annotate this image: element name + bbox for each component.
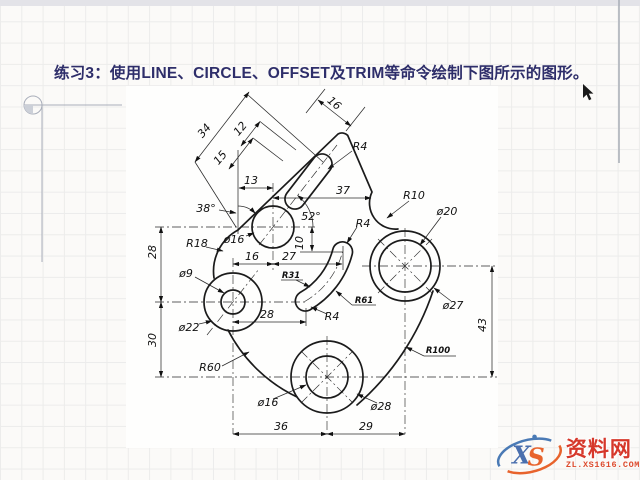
outline-r18-arc [212, 229, 239, 279]
dim-label-13: 13 [244, 174, 258, 187]
dim-label-dia16-upper: ø16 [223, 233, 245, 246]
watermark-logo-s: S [528, 443, 545, 471]
top-band [0, 0, 640, 6]
centerline-c4-diag2 [300, 350, 354, 404]
circle-dia27 [369, 230, 441, 302]
dimension-lines [158, 91, 495, 437]
circle-dia16-upper [251, 205, 295, 249]
dim-label-r4-mid-bot: R4 [325, 310, 340, 323]
dim-label-43: 43 [476, 318, 489, 332]
dim-angle-38-arc [237, 205, 256, 214]
dim-label-52deg: 52° [301, 210, 321, 223]
dim-label-dia9: ø9 [178, 267, 193, 280]
watermark-logo: X S [496, 434, 562, 475]
dim-label-16-mid: 16 [245, 250, 259, 263]
outline-r60-arc [227, 329, 298, 398]
ext-16-top-1 [305, 88, 326, 114]
leader-r60 [221, 351, 250, 367]
centerline-slot-axis [258, 144, 338, 246]
leader-r61 [335, 290, 353, 306]
part-outline [203, 132, 441, 414]
dim-label-28-h: 28 [260, 308, 274, 321]
dim-label-15: 15 [211, 148, 230, 167]
dim-label-12: 12 [231, 119, 250, 138]
dim-label-29: 29 [359, 420, 373, 433]
logo-dot-icon [532, 434, 537, 440]
outline-top-edges [237, 132, 399, 231]
engineering-drawing: 34 12 15 16 13 R4 37 38° 52° 10 ø16 16 2… [146, 88, 497, 437]
dim-label-r100: R100 [426, 346, 450, 356]
leader-dia16-lower [272, 384, 307, 400]
leader-r18 [205, 246, 224, 252]
dim-label-38deg: 38° [196, 202, 216, 215]
dim-label-37: 37 [336, 184, 350, 197]
dim-label-r18: R18 [186, 237, 208, 250]
circle-dia16-lower [305, 355, 349, 399]
dim-label-r10: R10 [403, 189, 425, 202]
dim-label-dia28: ø28 [370, 400, 392, 413]
watermark-site-name: 资料网 [565, 437, 632, 461]
circle-dia20 [378, 239, 432, 293]
dim-label-10: 10 [293, 236, 306, 250]
dim-label-r4-mid-top: R4 [356, 217, 371, 230]
leader-dia22 [198, 320, 213, 325]
dim-15 [228, 137, 254, 170]
watermark-logo-x: X [510, 442, 532, 470]
dim-label-34: 34 [195, 121, 214, 140]
centerline-curved-slot [304, 251, 343, 302]
compass-ornament [23, 95, 122, 262]
slot-curved [294, 241, 354, 312]
ext-15 [252, 137, 284, 162]
watermark: X S 资料网 ZL.XS1616.COM [495, 429, 640, 479]
leader-r10 [386, 200, 410, 219]
drawing-background-panel [126, 86, 498, 448]
ext-16-top-2 [345, 106, 366, 132]
slot-straight [284, 153, 333, 210]
dim-label-16-top: 16 [325, 94, 344, 113]
dim-label-r61: R61 [355, 296, 373, 306]
dimension-labels: 34 12 15 16 13 R4 37 38° 52° 10 ø16 16 2… [146, 94, 489, 433]
leader-dia28 [356, 393, 378, 404]
leader-r100 [405, 346, 425, 357]
dim-34 [194, 91, 250, 163]
dim-label-30: 30 [146, 333, 159, 347]
leader-r31 [295, 279, 311, 288]
centerlines [155, 144, 497, 434]
dim-label-dia27: ø27 [442, 299, 464, 312]
dim-angle-52-arc [297, 195, 314, 228]
dim-16-top [317, 99, 352, 127]
dim-label-dia20: ø20 [436, 205, 458, 218]
exercise-title: 练习3：使用LINE、CIRCLE、OFFSET及TRIM等命令绘制下图所示的图… [54, 65, 589, 82]
dim-label-dia16-lower: ø16 [257, 396, 279, 409]
watermark-site-url: ZL.XS1616.COM [565, 459, 640, 470]
ext-34-bottom [194, 161, 237, 228]
circle-dia22 [203, 272, 263, 332]
leader-dia20 [419, 216, 442, 246]
dim-angle-38-leader [218, 209, 237, 215]
dim-label-r31: R31 [282, 271, 300, 281]
dim-label-r4-top: R4 [353, 140, 368, 153]
centerline-c2-diag [206, 268, 260, 336]
dim-label-28-v: 28 [146, 245, 159, 259]
dim-label-dia22: ø22 [178, 321, 200, 334]
dim-label-36: 36 [274, 420, 288, 433]
circle-dia9 [220, 289, 246, 315]
dim-label-27: 27 [282, 250, 296, 263]
logo-orange-arc [507, 444, 562, 475]
outline-r100-arc [356, 290, 434, 406]
leader-dia27 [433, 287, 452, 302]
circle-dia28 [290, 340, 364, 414]
ext-12 [259, 121, 297, 151]
ornament-quadrant [24, 105, 33, 114]
ext-34-top [247, 94, 324, 163]
leader-r4-mid-top [346, 226, 358, 244]
mouse-cursor-icon [583, 84, 594, 101]
dim-label-r60: R60 [199, 361, 221, 374]
watermark-text: 资料网 ZL.XS1616.COM [566, 439, 640, 470]
logo-blue-arc [496, 437, 552, 467]
